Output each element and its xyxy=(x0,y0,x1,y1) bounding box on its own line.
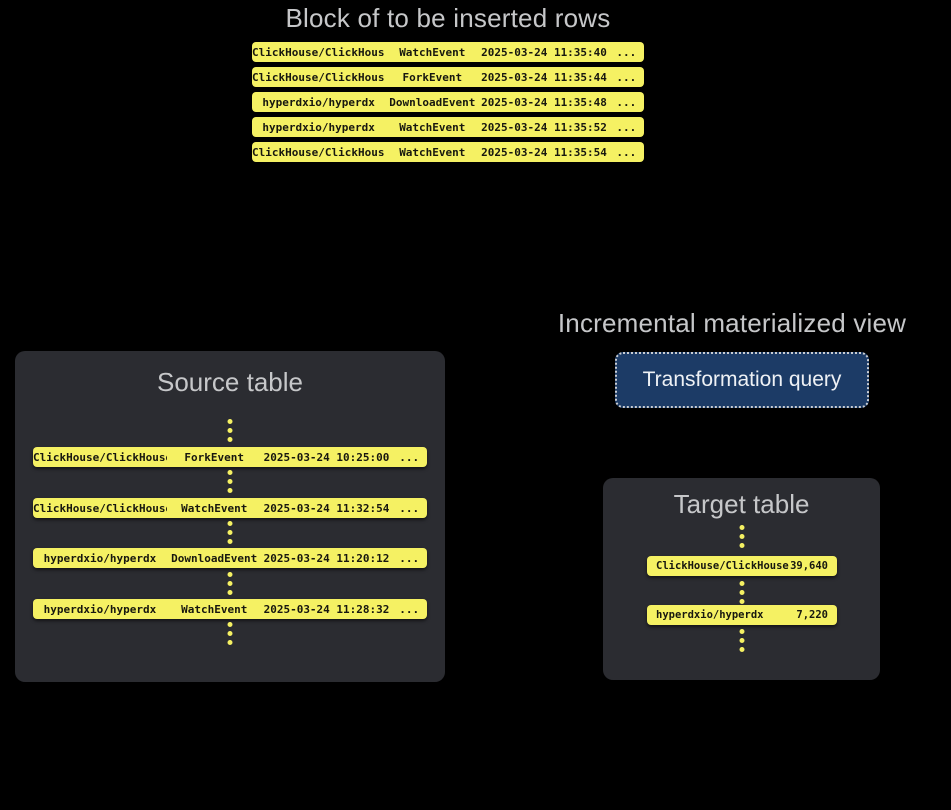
dotted-separator xyxy=(739,629,744,652)
inserted-row: ClickHouse/ClickHouse WatchEvent 2025-03… xyxy=(252,42,644,62)
row-ellipsis: ... xyxy=(616,120,637,134)
row-time: 2025-03-24 11:35:54 xyxy=(481,145,607,159)
dotted-separator xyxy=(227,572,233,595)
row-time: 2025-03-24 11:20:12 xyxy=(263,551,390,565)
source-row: ClickHouse/ClickHouse ForkEvent 2025-03-… xyxy=(33,447,427,467)
row-repo: hyperdxio/hyperdx xyxy=(262,120,375,134)
row-count: 7,220 xyxy=(796,609,828,621)
source-row: hyperdxio/hyperdx DownloadEvent 2025-03-… xyxy=(33,548,427,568)
row-count: 39,640 xyxy=(790,560,828,572)
row-event: DownloadEvent xyxy=(389,95,476,109)
dotted-separator xyxy=(739,581,744,604)
row-time: 2025-03-24 10:25:00 xyxy=(263,450,390,464)
inserted-row: hyperdxio/hyperdx WatchEvent 2025-03-24 … xyxy=(252,117,644,137)
dotted-separator xyxy=(227,521,233,544)
transformation-query-node: Transformation query xyxy=(615,352,869,408)
row-ellipsis: ... xyxy=(399,501,420,515)
row-repo: ClickHouse/ClickHouse xyxy=(252,70,386,84)
row-event: WatchEvent xyxy=(399,45,466,59)
row-ellipsis: ... xyxy=(616,70,637,84)
row-event: WatchEvent xyxy=(399,120,466,134)
row-event: WatchEvent xyxy=(399,145,466,159)
materialized-view-title: Incremental materialized view xyxy=(557,308,907,338)
row-ellipsis: ... xyxy=(616,95,637,109)
row-repo: hyperdxio/hyperdx xyxy=(262,95,375,109)
row-time: 2025-03-24 11:35:52 xyxy=(481,120,607,134)
row-repo: ClickHouse/ClickHouse xyxy=(33,501,167,515)
row-repo: ClickHouse/ClickHouse xyxy=(33,450,167,464)
row-repo: hyperdxio/hyperdx xyxy=(43,551,157,565)
row-event: WatchEvent xyxy=(181,602,248,616)
row-event: DownloadEvent xyxy=(171,551,258,565)
target-row: hyperdxio/hyperdx 7,220 xyxy=(647,605,837,625)
row-ellipsis: ... xyxy=(616,145,637,159)
row-time: 2025-03-24 11:35:48 xyxy=(481,95,607,109)
row-event: ForkEvent xyxy=(184,450,245,464)
row-ellipsis: ... xyxy=(399,450,420,464)
dotted-separator xyxy=(227,419,233,442)
target-table-panel: Target table ClickHouse/ClickHouse 39,64… xyxy=(603,478,880,680)
inserted-row: ClickHouse/ClickHouse WatchEvent 2025-03… xyxy=(252,142,644,162)
source-row: hyperdxio/hyperdx WatchEvent 2025-03-24 … xyxy=(33,599,427,619)
row-repo: ClickHouse/ClickHouse xyxy=(252,45,386,59)
row-time: 2025-03-24 11:28:32 xyxy=(263,602,390,616)
transformation-query-label: Transformation query xyxy=(642,368,842,391)
inserted-row: ClickHouse/ClickHouse ForkEvent 2025-03-… xyxy=(252,67,644,87)
row-time: 2025-03-24 11:35:44 xyxy=(481,70,607,84)
inserted-row: hyperdxio/hyperdx DownloadEvent 2025-03-… xyxy=(252,92,644,112)
dotted-separator xyxy=(227,622,233,645)
dotted-separator xyxy=(227,470,233,493)
source-table-panel: Source table ClickHouse/ClickHouse ForkE… xyxy=(15,351,445,682)
target-row: ClickHouse/ClickHouse 39,640 xyxy=(647,556,837,576)
row-ellipsis: ... xyxy=(399,602,420,616)
row-event: ForkEvent xyxy=(402,70,463,84)
row-repo: hyperdxio/hyperdx xyxy=(43,602,157,616)
source-table-title: Source table xyxy=(157,367,303,397)
dotted-separator xyxy=(739,525,744,548)
target-table-title: Target table xyxy=(673,489,810,519)
row-event: WatchEvent xyxy=(181,501,248,515)
block-of-inserted-rows-title: Block of to be inserted rows xyxy=(285,3,611,33)
row-time: 2025-03-24 11:35:40 xyxy=(481,45,607,59)
row-ellipsis: ... xyxy=(399,551,420,565)
row-repo: hyperdxio/hyperdx xyxy=(656,609,764,621)
row-time: 2025-03-24 11:32:54 xyxy=(263,501,390,515)
row-ellipsis: ... xyxy=(616,45,637,59)
row-repo: ClickHouse/ClickHouse xyxy=(656,560,789,572)
row-repo: ClickHouse/ClickHouse xyxy=(252,145,386,159)
source-row: ClickHouse/ClickHouse WatchEvent 2025-03… xyxy=(33,498,427,518)
